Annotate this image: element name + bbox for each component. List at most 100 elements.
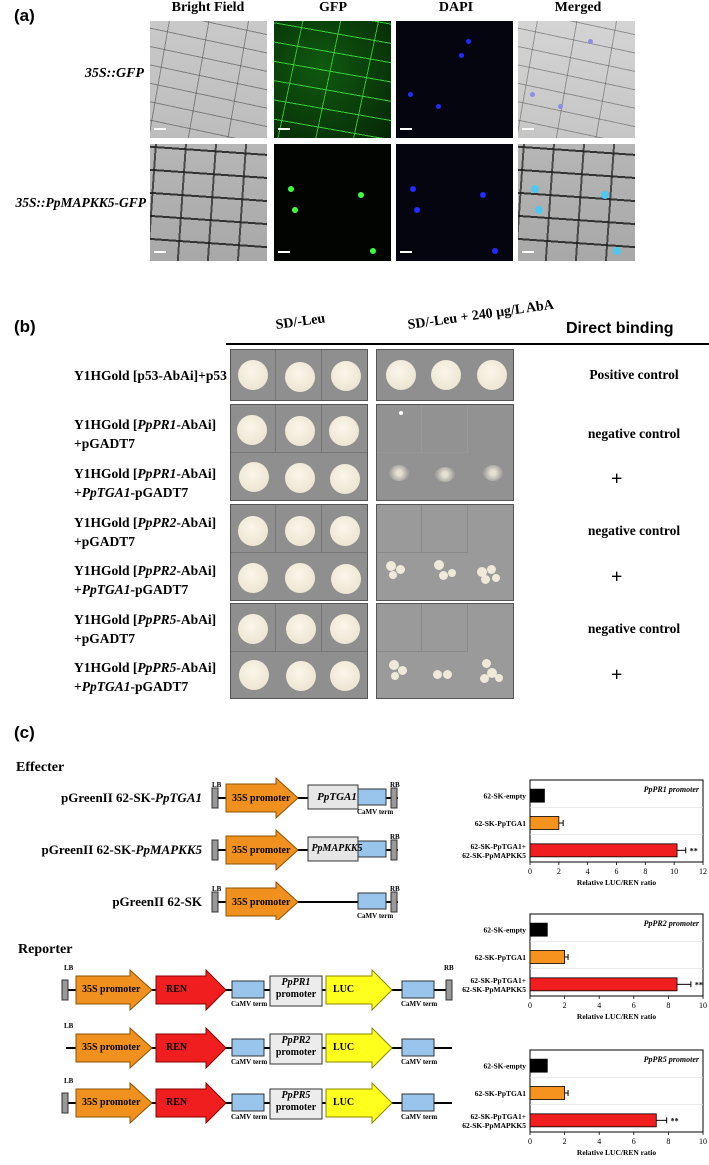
significance-2: ** — [695, 980, 703, 989]
binding-plus-pr2: + — [611, 566, 623, 588]
x-tick-label: 4 — [597, 1001, 601, 1010]
x-tick-label: 6 — [632, 1137, 636, 1146]
plate-pr1-sd — [230, 404, 368, 501]
x-tick-label: 12 — [699, 867, 707, 876]
promoter-35s-label-2: 35S promoter — [232, 845, 291, 856]
micrograph-bright-field-mapkk5 — [150, 144, 267, 261]
bar-0 — [529, 1058, 548, 1073]
x-axis-label: Relative LUC/REN ratio — [577, 1012, 656, 1021]
construct-empty — [211, 880, 398, 920]
y1h-label-pr1-tga1: Y1HGold [PpPR1-AbAi]+PpTGA1-pGADT7 — [74, 466, 217, 500]
bar-1 — [529, 816, 560, 830]
camv-label-r3b: CaMV term — [401, 1113, 438, 1121]
y1h-label-pr5-tga1: Y1HGold [PpPR5-AbAi]+PpTGA1-pGADT7 — [74, 660, 217, 694]
effecter-heading: Effecter — [16, 760, 65, 775]
col-header-dapi: DAPI — [438, 0, 474, 15]
category-label-0: 62-SK-empty — [484, 792, 527, 801]
micrograph-gfp-mapkk5 — [274, 144, 391, 261]
x-tick-label: 2 — [557, 867, 561, 876]
gene-tga1-label: PpTGA1 — [317, 791, 357, 803]
construct-name-empty: pGreenII 62-SK — [112, 894, 202, 909]
bar-chart-1: PpPR2 promoter62-SK-empty62-SK-PpTGA1**6… — [462, 913, 707, 1021]
category-label-1: 62-SK-PpTGA1 — [475, 953, 527, 962]
x-tick-label: 10 — [699, 1001, 707, 1010]
construct-tga1 — [211, 776, 398, 820]
lb-label-3: LB — [212, 885, 222, 893]
category-label-1: 62-SK-PpTGA1 — [475, 819, 527, 828]
bar-2 — [529, 843, 678, 858]
panel-b-letter: (b) — [14, 317, 36, 336]
binding-negative-pr1: negative control — [587, 426, 681, 441]
bar-chart-2: PpPR5 promoter62-SK-empty62-SK-PpTGA1**6… — [462, 1049, 707, 1157]
chart-title: PpPR1 promoter — [644, 785, 700, 794]
construct-name-mapkk5: pGreenII 62-SK-PpMAPKK5 — [41, 842, 202, 857]
x-tick-label: 6 — [615, 867, 619, 876]
bar-1 — [529, 1086, 565, 1100]
rb-label-3: RB — [390, 885, 400, 893]
gene-mapkk5-label: PpMAPKK5 — [311, 843, 363, 854]
micrograph-dapi-gfp — [396, 21, 513, 138]
bar-chart-0: PpPR1 promoter62-SK-empty62-SK-PpTGA1**6… — [462, 779, 707, 887]
effecter-construct-maps — [211, 776, 398, 920]
binding-plus-pr5: + — [611, 664, 623, 686]
header-sd-leu: SD/-Leu — [274, 311, 327, 334]
x-tick-label: 10 — [699, 1137, 707, 1146]
bar-2 — [529, 1113, 657, 1128]
reporter-pr1 — [61, 968, 453, 1012]
y1h-label-pr2-neg: Y1HGold [PpPR2-AbAi]+pGADT7 — [74, 515, 217, 549]
x-tick-label: 6 — [632, 1001, 636, 1010]
x-tick-label: 4 — [597, 1137, 601, 1146]
col-header-merged: Merged — [554, 0, 602, 15]
bar-0 — [529, 788, 545, 803]
camv-label-3: CaMV term — [357, 912, 394, 920]
x-tick-label: 0 — [528, 1137, 532, 1146]
significance-2: ** — [671, 1116, 679, 1125]
lb-label-1: LB — [212, 781, 222, 789]
ren-label-2: REN — [166, 1042, 188, 1053]
plate-pr2-sd — [230, 504, 368, 601]
reporter-pr5 — [61, 1081, 452, 1125]
category-label-1: 62-SK-PpTGA1 — [475, 1089, 527, 1098]
category-label-2: 62-SK-PpTGA1+62-SK-PpMAPKK5 — [462, 976, 526, 994]
x-tick-label: 8 — [666, 1001, 670, 1010]
camv-label-r1a: CaMV term — [231, 1000, 268, 1008]
micrograph-merged-gfp — [518, 21, 635, 138]
rb-label-2: RB — [390, 833, 400, 841]
x-tick-label: 10 — [670, 867, 678, 876]
construct-name-tga1: pGreenII 62-SK-PpTGA1 — [61, 790, 202, 805]
reporter-35s-label-2: 35S promoter — [82, 1042, 141, 1053]
x-tick-label: 8 — [643, 867, 647, 876]
micrograph-dapi-mapkk5 — [396, 144, 513, 261]
header-rule — [226, 343, 709, 345]
y1h-label-pr2-tga1: Y1HGold [PpPR2-AbAi]+PpTGA1-pGADT7 — [74, 563, 217, 597]
x-tick-label: 2 — [563, 1137, 567, 1146]
binding-negative-pr5: negative control — [587, 621, 681, 636]
bar-2 — [529, 977, 678, 992]
chart-title: PpPR5 promoter — [644, 1055, 700, 1064]
camv-label-r2b: CaMV term — [401, 1058, 438, 1066]
micrograph-gfp-gfp — [274, 21, 391, 138]
binding-positive-control: Positive control — [589, 367, 679, 382]
ren-label-3: REN — [166, 1097, 188, 1108]
binding-plus-pr1: + — [611, 468, 623, 490]
micrograph-bright-field-gfp — [150, 21, 267, 138]
reporter-35s-label-1: 35S promoter — [82, 984, 141, 995]
binding-negative-pr2: negative control — [587, 523, 681, 538]
promoter-35s-label-1: 35S promoter — [232, 793, 291, 804]
col-header-gfp: GFP — [319, 0, 347, 15]
reporter-construct-maps — [61, 968, 453, 1125]
row-label-35s-gfp: 35S::GFP — [84, 66, 144, 81]
x-tick-label: 0 — [528, 867, 532, 876]
camv-label-1: CaMV term — [357, 808, 394, 816]
category-label-2: 62-SK-PpTGA1+62-SK-PpMAPKK5 — [462, 1112, 526, 1130]
col-header-bright-field: Bright Field — [171, 0, 245, 15]
x-tick-label: 4 — [586, 867, 590, 876]
header-direct-binding: Direct binding — [566, 320, 674, 337]
lb-label-r3: LB — [64, 1077, 74, 1085]
x-axis-label: Relative LUC/REN ratio — [577, 1148, 656, 1157]
plate-pr2-aba — [376, 504, 514, 601]
